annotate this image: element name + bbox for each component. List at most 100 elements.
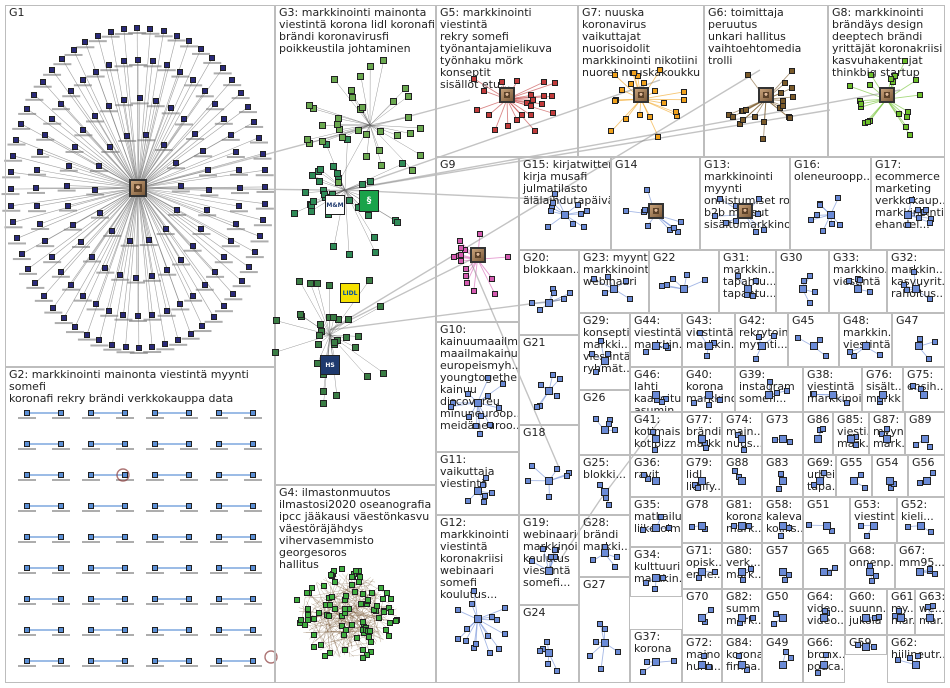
- profile-node-icon[interactable]: [152, 596, 158, 602]
- profile-node-icon[interactable]: [320, 190, 328, 198]
- profile-node-icon[interactable]: [237, 90, 244, 97]
- profile-node-icon[interactable]: [34, 166, 41, 173]
- profile-node-icon[interactable]: [250, 503, 256, 509]
- profile-node-icon[interactable]: [149, 58, 156, 65]
- profile-node-icon[interactable]: [529, 300, 536, 307]
- profile-node-icon[interactable]: [348, 574, 355, 581]
- profile-node-icon[interactable]: [588, 350, 595, 357]
- profile-node-icon[interactable]: [549, 199, 556, 206]
- profile-node-icon[interactable]: [366, 63, 374, 71]
- profile-node-icon[interactable]: [416, 124, 424, 132]
- profile-node-icon[interactable]: [626, 296, 633, 303]
- profile-node-icon[interactable]: [227, 238, 234, 245]
- profile-node-icon[interactable]: [357, 573, 364, 580]
- profile-node-icon[interactable]: [619, 86, 626, 93]
- profile-node-icon[interactable]: [765, 390, 773, 399]
- profile-node-icon[interactable]: [330, 314, 338, 322]
- profile-node-icon[interactable]: [365, 277, 373, 285]
- profile-node-icon[interactable]: [612, 97, 619, 104]
- profile-node-icon[interactable]: [251, 249, 258, 256]
- profile-node-icon[interactable]: [354, 635, 360, 642]
- profile-node-icon[interactable]: [134, 313, 141, 319]
- profile-node-icon[interactable]: [376, 303, 384, 311]
- profile-node-icon[interactable]: [8, 202, 15, 209]
- profile-node-icon[interactable]: [122, 596, 128, 602]
- profile-node-icon[interactable]: [383, 590, 390, 597]
- profile-node-icon[interactable]: [92, 186, 99, 193]
- profile-node-icon[interactable]: [554, 466, 561, 473]
- profile-node-icon[interactable]: [491, 127, 498, 134]
- profile-node-icon[interactable]: [778, 521, 787, 530]
- profile-node-icon[interactable]: [627, 80, 634, 87]
- profile-node-icon[interactable]: [152, 98, 159, 105]
- profile-node-icon[interactable]: [162, 341, 169, 348]
- profile-node-icon[interactable]: [738, 477, 746, 486]
- profile-node-icon[interactable]: [82, 39, 89, 46]
- profile-node-icon[interactable]: [781, 80, 788, 87]
- profile-node-icon[interactable]: [915, 652, 922, 659]
- profile-node-icon[interactable]: [88, 441, 94, 447]
- profile-node-icon[interactable]: [164, 266, 171, 273]
- profile-node-icon[interactable]: [135, 344, 142, 351]
- profile-node-icon[interactable]: [912, 285, 920, 294]
- profile-node-icon[interactable]: [499, 79, 506, 86]
- profile-node-icon[interactable]: [405, 114, 412, 121]
- profile-node-icon[interactable]: [657, 67, 664, 74]
- profile-node-icon[interactable]: [774, 390, 781, 397]
- profile-node-icon[interactable]: [106, 62, 113, 69]
- profile-node-icon[interactable]: [480, 87, 487, 94]
- profile-node-icon[interactable]: [458, 245, 465, 252]
- profile-node-icon[interactable]: [377, 584, 384, 591]
- profile-node-icon[interactable]: [820, 227, 827, 234]
- profile-node-icon[interactable]: [800, 278, 807, 285]
- profile-node-icon[interactable]: [712, 213, 719, 220]
- profile-node-icon[interactable]: [678, 219, 685, 226]
- profile-node-icon[interactable]: [538, 382, 545, 389]
- profile-node-icon[interactable]: [850, 477, 858, 486]
- profile-node-icon[interactable]: [308, 171, 316, 179]
- profile-node-icon[interactable]: [895, 656, 902, 663]
- profile-node-icon[interactable]: [745, 72, 752, 79]
- profile-node-icon[interactable]: [216, 441, 222, 447]
- profile-node-icon[interactable]: [574, 201, 581, 208]
- profile-node-icon[interactable]: [273, 317, 281, 325]
- profile-node-icon[interactable]: [652, 342, 660, 351]
- profile-node-icon[interactable]: [592, 416, 599, 423]
- profile-node-icon[interactable]: [533, 404, 540, 411]
- profile-node-icon[interactable]: [173, 160, 180, 167]
- profile-node-icon[interactable]: [527, 92, 534, 99]
- profile-node-icon[interactable]: [69, 221, 76, 228]
- profile-node-icon[interactable]: [641, 206, 648, 213]
- profile-node-icon[interactable]: [872, 572, 879, 579]
- profile-node-icon[interactable]: [828, 220, 835, 227]
- person-avatar-icon[interactable]: [647, 202, 664, 219]
- profile-node-icon[interactable]: [216, 596, 222, 602]
- profile-node-icon[interactable]: [753, 229, 760, 236]
- profile-node-icon[interactable]: [134, 25, 141, 31]
- profile-node-icon[interactable]: [675, 229, 682, 236]
- profile-node-icon[interactable]: [655, 133, 662, 140]
- profile-node-icon[interactable]: [360, 591, 367, 598]
- profile-node-icon[interactable]: [878, 390, 887, 399]
- profile-node-icon[interactable]: [261, 200, 268, 207]
- profile-node-icon[interactable]: [851, 352, 858, 359]
- profile-node-icon[interactable]: [186, 596, 192, 602]
- profile-node-icon[interactable]: [58, 410, 64, 416]
- profile-node-icon[interactable]: [88, 596, 94, 602]
- profile-node-icon[interactable]: [861, 342, 870, 351]
- profile-node-icon[interactable]: [345, 251, 353, 259]
- profile-node-icon[interactable]: [349, 93, 357, 101]
- profile-node-icon[interactable]: [366, 628, 373, 635]
- profile-node-icon[interactable]: [577, 210, 584, 217]
- profile-node-icon[interactable]: [777, 470, 784, 477]
- profile-node-icon[interactable]: [778, 660, 787, 669]
- profile-node-icon[interactable]: [363, 651, 370, 658]
- profile-node-icon[interactable]: [305, 101, 313, 109]
- profile-node-icon[interactable]: [807, 272, 814, 279]
- profile-node-icon[interactable]: [870, 643, 877, 650]
- profile-node-icon[interactable]: [820, 567, 828, 576]
- profile-node-icon[interactable]: [641, 472, 648, 479]
- profile-node-icon[interactable]: [586, 653, 593, 660]
- profile-node-icon[interactable]: [922, 477, 931, 486]
- profile-node-icon[interactable]: [88, 627, 94, 633]
